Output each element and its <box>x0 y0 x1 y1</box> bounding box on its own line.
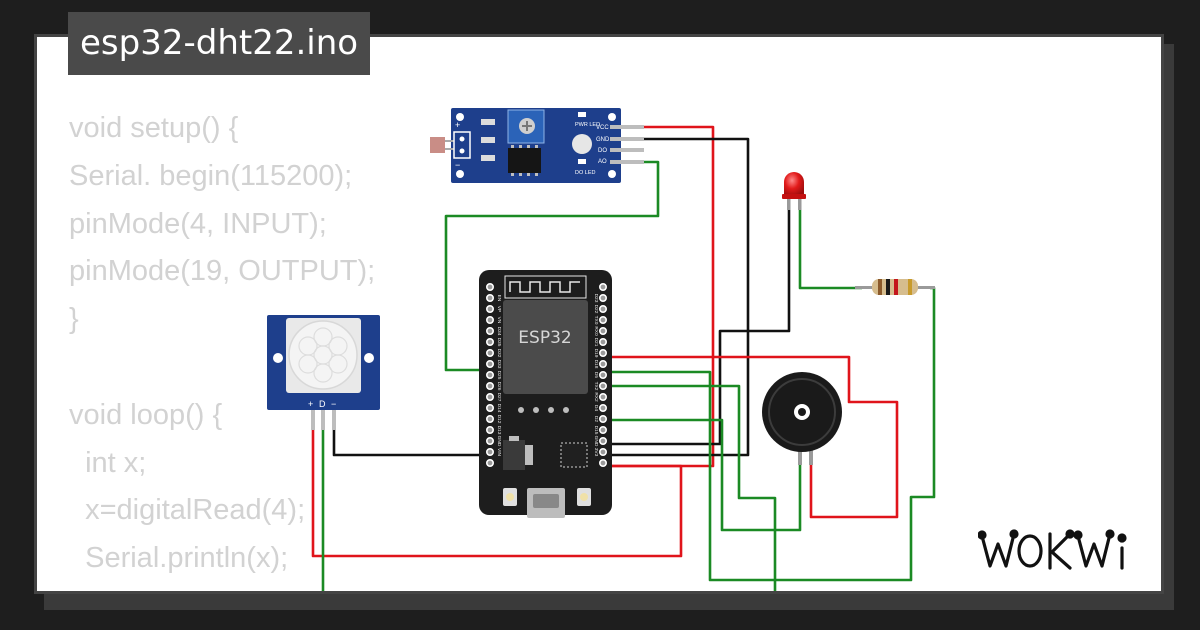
esp32-left-pin-labels: EN VP VN D34D35D32D33D25D26D27D14D12D13GNDV… <box>496 295 502 457</box>
pir-pin-gnd: − <box>331 399 336 409</box>
esp32-right-pin-label: GND <box>593 436 599 447</box>
ldr-pin-do: DO <box>598 148 607 154</box>
esp32-left-pin-label: EN <box>496 295 502 302</box>
esp32-chip-label: ESP32 <box>518 328 571 348</box>
pir-motion-sensor[interactable]: + D − <box>267 315 380 430</box>
esp32-right-pin-label: D21 <box>593 338 599 347</box>
ldr-plus-label: + <box>455 120 460 130</box>
esp32-right-pin-label: D22 <box>593 305 599 314</box>
resistor[interactable] <box>855 279 935 295</box>
esp32-right-pin-label: D19 <box>593 349 599 358</box>
wire-buzzer-neg[interactable] <box>604 418 802 532</box>
do-led-label: DO LED <box>575 170 596 176</box>
wire-led-resistor[interactable] <box>798 208 862 290</box>
ldr-pin-gnd: GND <box>596 137 610 143</box>
esp32-right-pin-label: D5 <box>593 372 599 378</box>
esp32-right-pin-label: D18 <box>593 360 599 369</box>
pir-pin-vcc: + <box>308 399 313 409</box>
esp32-right-pin-label: TX0 <box>593 316 599 325</box>
ldr-sensor-module[interactable]: + − PWR LED DO LED VCC GND <box>430 108 644 183</box>
project-filename-tab[interactable]: esp32-dht22.ino <box>68 12 371 75</box>
esp32-left-pin-label: VIN <box>496 448 502 457</box>
code-line: pinMode(4, INPUT); <box>69 207 327 240</box>
wire-group <box>311 125 936 600</box>
esp32-left-pin-label: VP <box>496 306 502 312</box>
esp32-left-pin-label: D25 <box>496 371 502 380</box>
code-line: pinMode(19, OUTPUT); <box>69 255 376 288</box>
esp32-right-pin-label: TX2 <box>593 382 599 391</box>
esp32-left-pin-label: VN <box>496 317 502 324</box>
esp32-left-pin-label: D35 <box>496 338 502 347</box>
esp32-devkit-board[interactable]: ESP32 ENVPVND34D35D32D33D25D26D27D14D12D… <box>479 270 612 518</box>
wire-led-gnd[interactable] <box>604 208 791 446</box>
wire-buzzer-pos[interactable] <box>604 355 899 519</box>
wire-pir-gnd[interactable] <box>332 412 489 457</box>
wire-ldr-gnd[interactable] <box>604 137 750 457</box>
esp32-left-pin-label: D34 <box>496 327 502 336</box>
code-line: void setup() { <box>69 112 239 144</box>
esp32-left-pin-label: D14 <box>496 404 502 413</box>
wire-resistor-gpio[interactable] <box>604 286 936 582</box>
piezo-buzzer[interactable] <box>762 372 842 465</box>
esp32-right-pin-label: RX2 <box>593 392 599 402</box>
code-background: void setup() { Serial. begin(115200); pinM… <box>69 105 376 591</box>
esp32-right-pin-label: 3V3 <box>593 448 599 457</box>
esp32-left-pin-label: D13 <box>496 426 502 435</box>
wire-ldr-ao[interactable] <box>444 160 660 372</box>
wokwi-logo <box>978 529 1127 570</box>
code-line: Serial.println(x); <box>69 542 289 575</box>
ldr-pin-ao: AO <box>598 159 607 165</box>
pir-pin-signal: D <box>319 399 326 409</box>
esp32-right-pin-labels: D23D22TX0RX0D21D19D18D5TX2RX2D4D2D15GND3… <box>593 294 599 457</box>
code-line: void loop() { <box>69 398 223 431</box>
esp32-left-pin-label: D33 <box>496 360 502 369</box>
code-line: x=digitalRead(4); <box>69 494 306 527</box>
code-line: if(x==1){ <box>69 583 375 591</box>
code-line: Serial. begin(115200); <box>69 159 353 192</box>
esp32-left-pin-label: D26 <box>496 382 502 391</box>
esp32-right-pin-label: D15 <box>593 426 599 435</box>
esp32-right-pin-label: D4 <box>593 405 599 411</box>
red-led[interactable] <box>782 172 806 210</box>
code-line: int x; <box>69 446 147 479</box>
esp32-left-pin-label: D27 <box>496 393 502 402</box>
pwr-led-label: PWR LED <box>575 122 600 128</box>
wire-ldr-vcc[interactable] <box>604 125 715 468</box>
esp32-left-pin-label: GND <box>496 436 502 447</box>
esp32-right-pin-label: RX0 <box>593 326 599 336</box>
ldr-pin-vcc: VCC <box>596 125 609 131</box>
code-line: } <box>69 303 79 336</box>
ldr-minus-label: − <box>455 160 460 170</box>
esp32-right-pin-label: D2 <box>593 416 599 422</box>
wire-gpio-d18[interactable] <box>604 384 777 600</box>
esp32-left-pin-label: D32 <box>496 349 502 358</box>
esp32-left-pin-label: D12 <box>496 415 502 424</box>
esp32-right-pin-label: D23 <box>593 294 599 303</box>
